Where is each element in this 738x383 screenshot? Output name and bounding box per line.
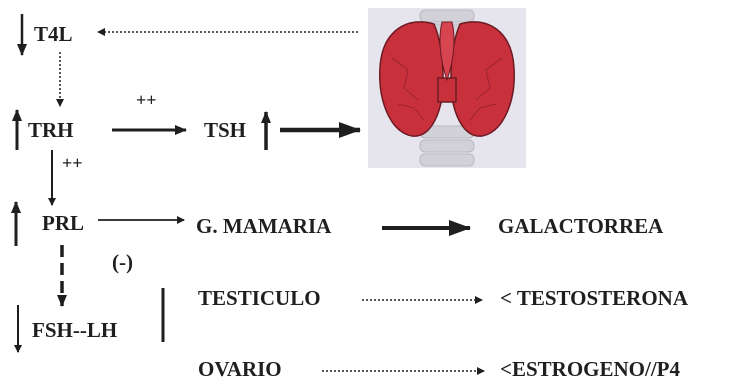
node-g-mamaria: G. MAMARIA xyxy=(196,216,331,237)
plus-trh-tsh-label: ++ xyxy=(136,91,157,109)
node-fsh-lh: FSH--LH xyxy=(32,320,117,341)
plus-trh-prl-label: ++ xyxy=(62,154,83,172)
node-galactorrea: GALACTORREA xyxy=(498,216,663,237)
node-ovario: OVARIO xyxy=(198,359,282,380)
node-prl: PRL xyxy=(42,213,84,234)
node-testosterona: < TESTOSTERONA xyxy=(500,288,688,309)
node-testiculo: TESTICULO xyxy=(198,288,321,309)
negative-feedback-label: (-) xyxy=(112,252,133,273)
node-estrogeno: <ESTROGENO//P4 xyxy=(500,359,680,380)
node-trh: TRH xyxy=(28,120,74,141)
node-t4l: T4L xyxy=(34,24,73,45)
node-tsh: TSH xyxy=(204,120,246,141)
